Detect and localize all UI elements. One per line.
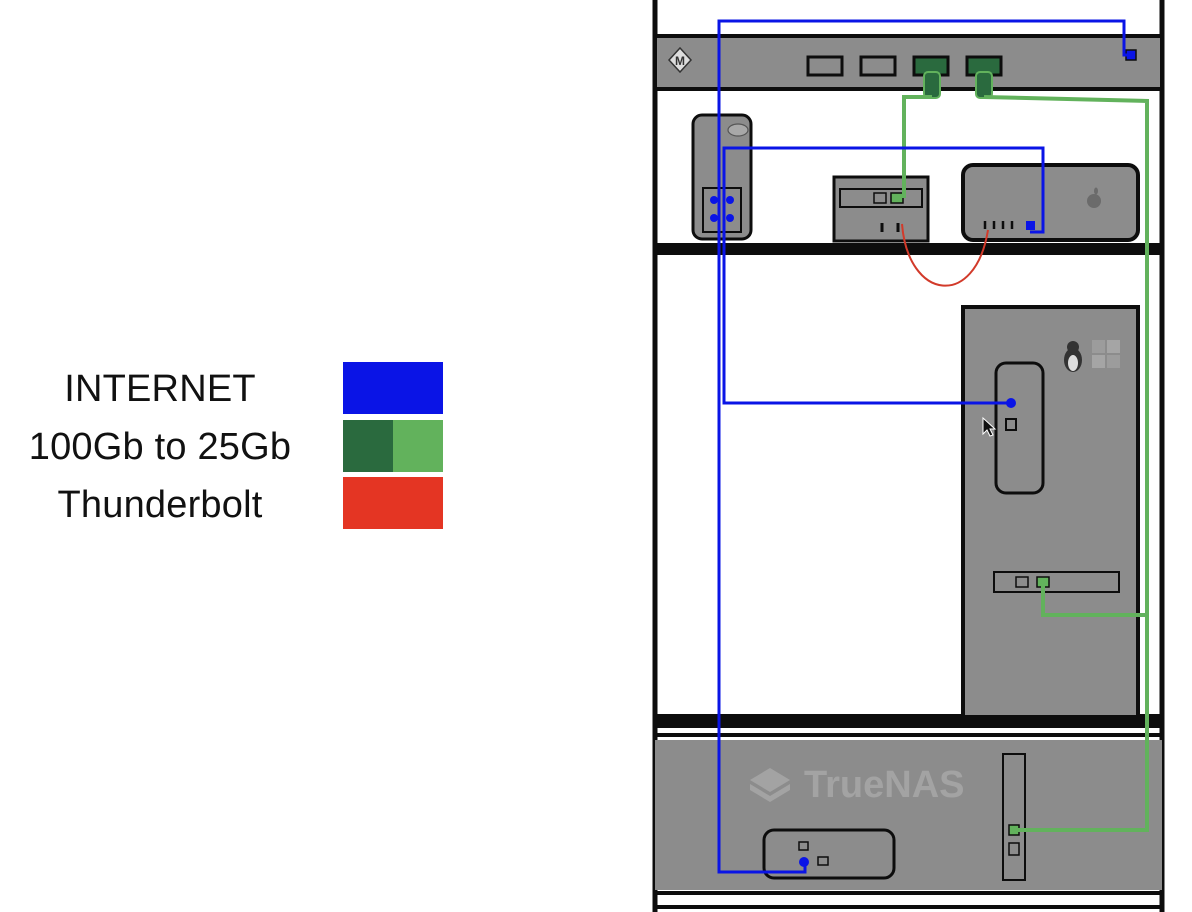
legend-swatch-internet bbox=[343, 362, 443, 414]
network-switch: M bbox=[653, 34, 1164, 99]
internet-cable-tower bbox=[722, 218, 1011, 405]
switch-port-1 bbox=[806, 55, 844, 77]
windows-logo-icon bbox=[1092, 340, 1120, 368]
internet-cable-mac bbox=[722, 146, 1045, 234]
internet-cable-switch-to-nas bbox=[717, 19, 1131, 874]
fiber-cable-nas bbox=[1014, 615, 1149, 832]
cable-legend: INTERNET 100Gb to 25Gb Thunderbolt bbox=[28, 362, 443, 529]
legend-label-thunderbolt: Thunderbolt bbox=[57, 484, 263, 526]
internet-cables bbox=[717, 19, 1131, 874]
fiber-light-swatch bbox=[393, 420, 443, 472]
linux-penguin-icon bbox=[1064, 341, 1082, 372]
router-device bbox=[691, 113, 753, 241]
apple-logo-icon bbox=[1087, 187, 1101, 208]
svg-text:M: M bbox=[675, 54, 685, 68]
switch-port-2 bbox=[859, 55, 897, 77]
legend-label-fiber: 100Gb to 25Gb bbox=[28, 426, 292, 468]
truenas-logo-text: TrueNAS bbox=[804, 764, 964, 806]
truenas-server: TrueNAS bbox=[655, 740, 1162, 890]
mac-mini bbox=[961, 163, 1140, 242]
legend-label-internet: INTERNET bbox=[64, 368, 256, 410]
fiber-dark-swatch bbox=[343, 420, 393, 472]
thunderbolt-cable bbox=[901, 223, 989, 287]
mouse-cursor-icon bbox=[982, 416, 997, 437]
legend-swatch-thunderbolt bbox=[343, 477, 443, 529]
switch-logo-icon: M bbox=[667, 46, 693, 74]
truenas-logo-icon bbox=[750, 768, 790, 802]
fiber-cable-adapter bbox=[902, 95, 932, 198]
legend-swatch-fiber bbox=[343, 420, 443, 472]
linux-tower bbox=[961, 305, 1140, 719]
cloud-icon bbox=[727, 123, 749, 137]
fiber-cables bbox=[902, 95, 1149, 832]
thunderbolt-adapter bbox=[832, 175, 930, 243]
fiber-connector-2 bbox=[975, 71, 993, 99]
fiber-connector-1 bbox=[923, 71, 941, 99]
